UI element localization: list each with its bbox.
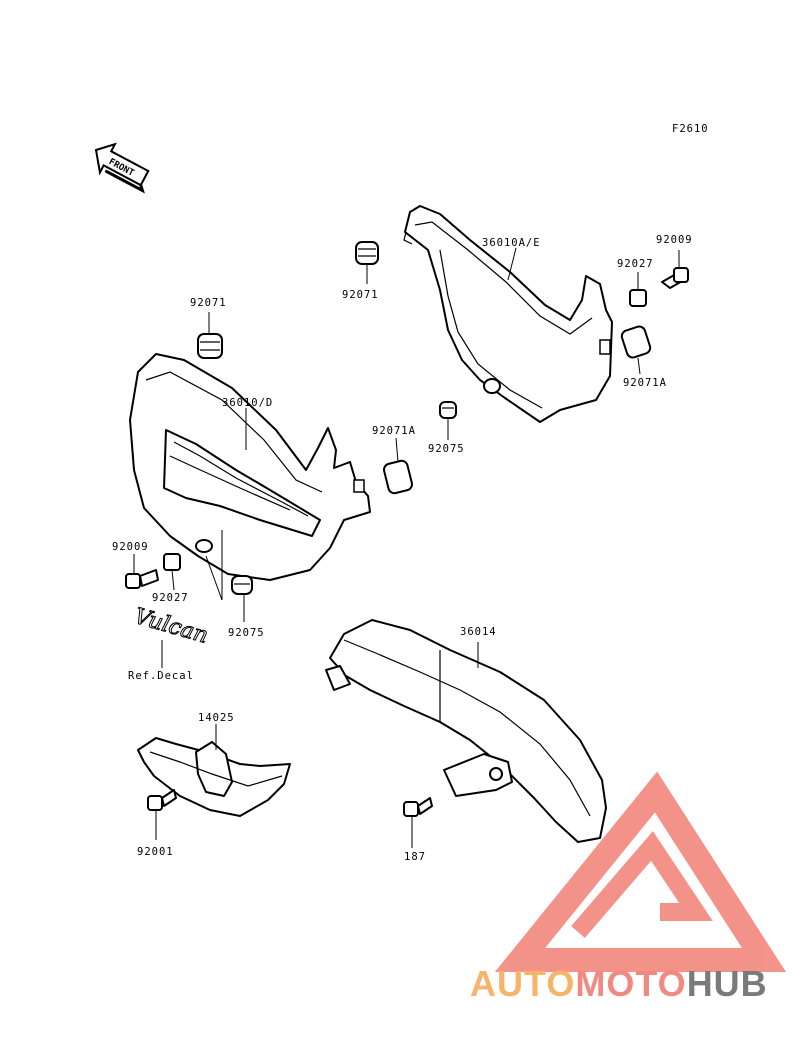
spacer-92027-left: [163, 553, 181, 591]
grommet-92075-bottom: [231, 575, 253, 622]
left-side-cover: [129, 353, 371, 581]
label-92009-top: 92009: [656, 234, 693, 246]
label-92071-left: 92071: [190, 297, 227, 309]
label-92027-top: 92027: [617, 258, 654, 270]
grommet-92075-mid: [439, 401, 457, 440]
vulcan-decal: Vulcan: [131, 604, 211, 668]
chain-cover: [325, 619, 607, 843]
label-36014: 36014: [460, 626, 497, 638]
bolt-187: [403, 797, 433, 848]
grommet-92071A-right: [620, 325, 652, 375]
label-92071A-mid: 92071A: [372, 425, 416, 437]
figure-code: F2610: [672, 123, 709, 135]
watermark-logo-icon: [494, 771, 786, 972]
spacer-92027-top: [629, 272, 647, 307]
label-36010D: 36010/D: [222, 397, 273, 409]
bolt-92009-left: [125, 554, 159, 589]
svg-text:AUTOMOTOHUB: AUTOMOTOHUB: [470, 963, 768, 1004]
label-187: 187: [404, 851, 426, 863]
label-14025: 14025: [198, 712, 235, 724]
label-92071-top: 92071: [342, 289, 379, 301]
label-92075-mid: 92075: [428, 443, 465, 455]
front-arrow-icon: FRONT: [94, 142, 150, 194]
label-92075-bottom: 92075: [228, 627, 265, 639]
label-92009-left: 92009: [112, 541, 149, 553]
watermark-part1: AUTO: [470, 963, 575, 1004]
grommet-92071-top: [355, 241, 379, 284]
watermark-text: AUTOMOTOHUB: [470, 963, 768, 1004]
label-92027-left: 92027: [152, 592, 189, 604]
watermark-part2: MOTO: [575, 963, 686, 1004]
label-92071A-right: 92071A: [623, 377, 667, 389]
label-92001: 92001: [137, 846, 174, 858]
right-side-cover: [403, 205, 613, 423]
label-36010AE: 36010A/E: [482, 237, 541, 249]
bolt-92001: [147, 789, 177, 840]
watermark-part3: HUB: [687, 963, 768, 1004]
bracket-14025: [137, 724, 291, 817]
bolt-92009-top: [661, 250, 689, 289]
decal-script: Vulcan: [131, 604, 210, 649]
label-ref-decal: Ref.Decal: [128, 670, 194, 682]
grommet-92071-left: [197, 312, 223, 359]
grommet-92071A-mid: [383, 437, 413, 495]
